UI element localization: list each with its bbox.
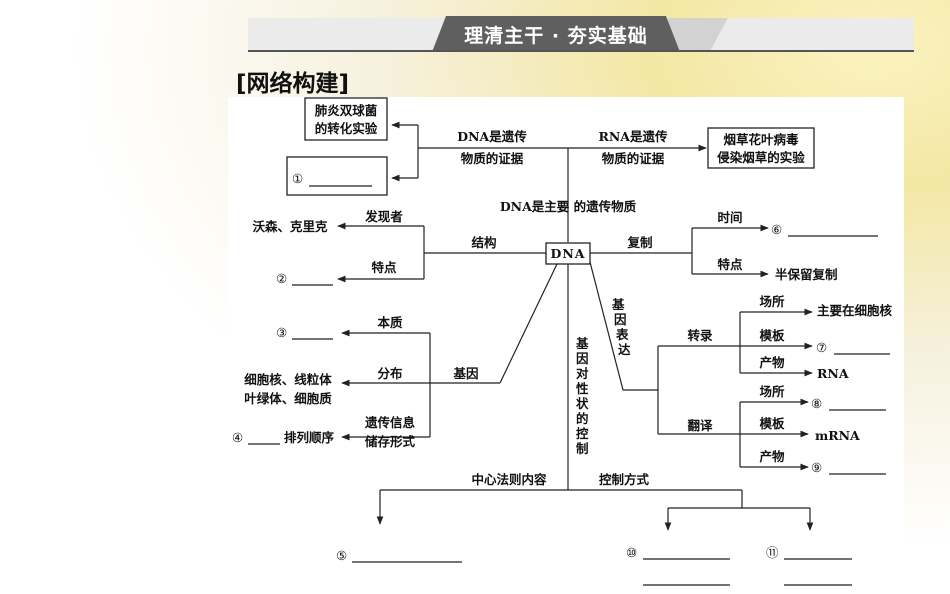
blank11-label: ⑪ xyxy=(766,545,779,560)
storage-label-1: 遗传信息 xyxy=(364,415,416,430)
dna-evidence-label-2: 物质的证据 xyxy=(461,151,524,166)
bottom-branch: 中心法则内容 控制方式 ⑤ ⑩ ⑪ xyxy=(336,472,852,586)
blank4-label: ④ xyxy=(232,430,243,445)
svg-text:控: 控 xyxy=(576,426,589,441)
blank6-label: ⑥ xyxy=(771,222,782,237)
t-product-label: 产物 xyxy=(759,355,785,370)
svg-text:性: 性 xyxy=(575,381,589,396)
svg-text:因: 因 xyxy=(614,312,627,327)
rna-evidence-label-1: RNA是遗传 xyxy=(598,129,668,144)
semi-conservative: 半保留复制 xyxy=(775,267,838,282)
header-tab-title: 理清主干 · 夯实基础 xyxy=(464,24,648,47)
central-dogma-label: 中心法则内容 xyxy=(471,472,547,487)
blank1-label: ① xyxy=(292,171,303,186)
rep-time-label: 时间 xyxy=(717,210,742,225)
replication-label: 复制 xyxy=(626,235,652,250)
structure-label: 结构 xyxy=(471,235,496,250)
rep-feature-label: 特点 xyxy=(717,257,743,272)
tr-template-label: 模板 xyxy=(759,416,785,431)
t-template-label: 模板 xyxy=(759,328,785,343)
translation-label: 翻译 xyxy=(687,418,713,433)
pneumonia-line2: 的转化实验 xyxy=(315,121,378,136)
center-caption: DNA是主要 的遗传物质 xyxy=(500,199,637,214)
svg-text:基: 基 xyxy=(611,297,625,312)
blank5-label: ⑤ xyxy=(336,548,347,563)
t-place-val: 主要在细胞核 xyxy=(817,303,893,318)
control-way-label: 控制方式 xyxy=(599,472,650,487)
svg-text:制: 制 xyxy=(576,441,589,456)
replication-branch: 复制 时间 ⑥ 特点 半保留复制 xyxy=(590,210,878,282)
dna-center-label: DNA xyxy=(551,246,586,261)
header-divider xyxy=(248,50,914,52)
blank3-label: ③ xyxy=(276,325,287,340)
tr-product-label: 产物 xyxy=(759,449,785,464)
gene-branch: 基因 本质 ③ 分布 细胞核、线粒体 叶绿体、细胞质 遗传信息 储存形式 ④ 排… xyxy=(232,263,558,449)
t-place-label: 场所 xyxy=(759,294,785,309)
gene-control-vertical: 基 因 对 性 状 的 控 制 xyxy=(575,336,589,456)
rna-evidence-label-2: 物质的证据 xyxy=(602,151,665,166)
svg-text:基: 基 xyxy=(575,336,589,351)
gene-label: 基因 xyxy=(452,366,478,381)
dna-evidence-label-1: DNA是遗传 xyxy=(457,129,527,144)
distribution-val-2: 叶绿体、细胞质 xyxy=(244,391,332,406)
svg-text:状: 状 xyxy=(576,396,589,411)
pneumonia-line1: 肺炎双球菌 xyxy=(315,103,378,118)
blank2-label: ② xyxy=(276,271,287,286)
distribution-label: 分布 xyxy=(377,366,403,381)
svg-text:达: 达 xyxy=(618,342,631,357)
blank8-label: ⑧ xyxy=(811,396,822,411)
blank1-box xyxy=(286,156,388,196)
header-tab: 理清主干 · 夯实基础 xyxy=(432,16,680,52)
essence-label: 本质 xyxy=(377,315,403,330)
tr-template-val: mRNA xyxy=(815,428,860,443)
tobacco-line2: 侵染烟草的实验 xyxy=(716,150,805,165)
tr-place-label: 场所 xyxy=(759,384,785,399)
gene-expression-vertical: 基 因 表 达 xyxy=(611,297,631,357)
distribution-val-1: 细胞核、线粒体 xyxy=(244,372,332,387)
tobacco-line1: 烟草花叶病毒 xyxy=(723,132,799,147)
order-label: 排列顺序 xyxy=(284,430,335,445)
structure-branch: 结构 发现者 沃森、克里克 特点 ② xyxy=(252,209,546,286)
tobacco-box xyxy=(707,127,815,169)
blank7-label: ⑦ xyxy=(816,340,827,355)
transcription-label: 转录 xyxy=(687,328,713,343)
t-product-val: RNA xyxy=(817,366,849,381)
section-title: [网络构建] xyxy=(236,71,350,97)
gene-expression-branch: 基 因 表 达 转录 场所 主要在细胞核 模板 ⑦ 产物 RNA 翻译 场所 ⑧… xyxy=(589,261,893,475)
svg-text:对: 对 xyxy=(576,366,589,381)
blank9-label: ⑨ xyxy=(811,460,822,475)
structure-feature-label: 特点 xyxy=(371,260,397,275)
storage-label-2: 储存形式 xyxy=(364,434,416,449)
evidence-branch: 肺炎双球菌 的转化实验 ① DNA是遗传 物质的证据 RNA是遗传 物质的证据 … xyxy=(286,97,815,196)
discoverer-names: 沃森、克里克 xyxy=(252,219,328,234)
discoverer-label: 发现者 xyxy=(364,209,403,224)
svg-text:因: 因 xyxy=(576,351,589,366)
pneumonia-box xyxy=(304,97,388,141)
blank10-label: ⑩ xyxy=(626,545,637,560)
svg-text:表: 表 xyxy=(615,327,629,342)
svg-text:的: 的 xyxy=(576,411,589,426)
